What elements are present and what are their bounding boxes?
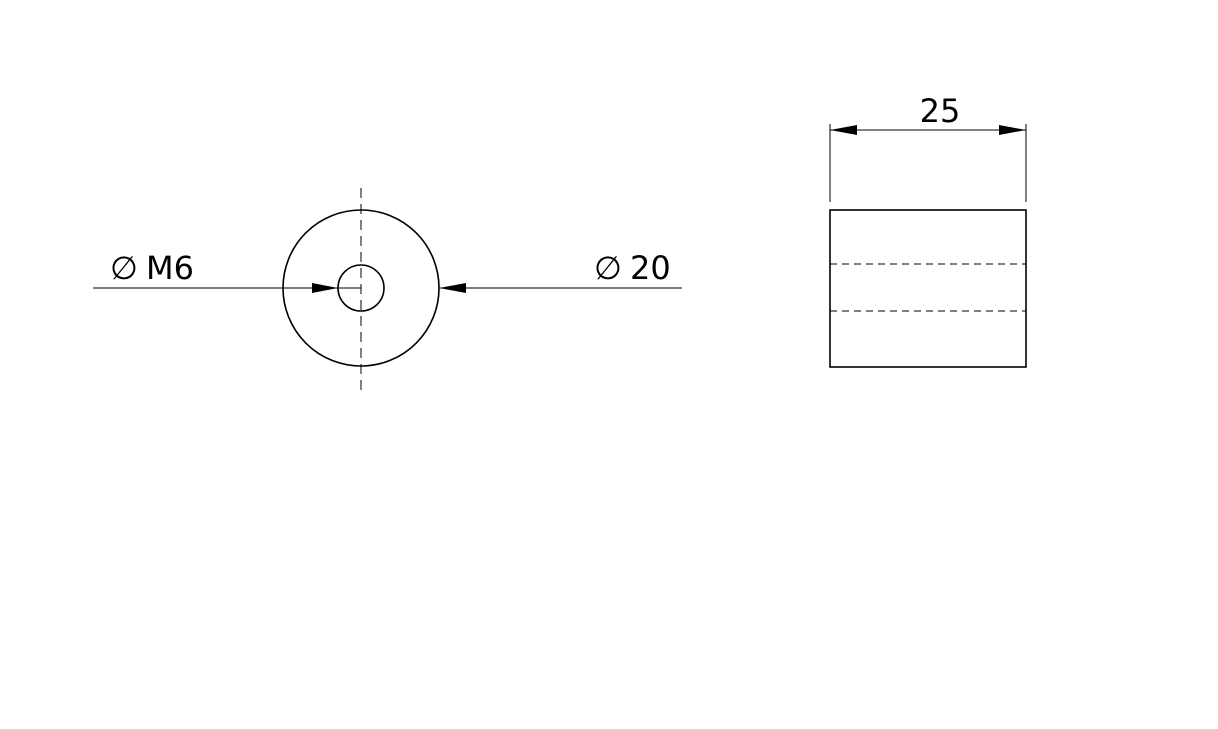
side-view: 25 [829, 92, 1027, 368]
outer-diameter-dimension: ∅ 20 [439, 249, 682, 293]
dim-arrowhead-left [830, 125, 857, 135]
outer-dim-label: 20 [630, 249, 671, 287]
dim-arrowhead-right [999, 125, 1026, 135]
length-dimension: 25 [829, 92, 1027, 202]
inner-dim-symbol: ∅ [110, 249, 138, 287]
front-view: ∅ M6 ∅ 20 [93, 188, 682, 390]
outer-dim-symbol: ∅ [594, 249, 622, 287]
inner-dim-arrowhead [312, 283, 338, 293]
outer-dim-arrowhead [439, 283, 466, 293]
side-view-outline [829, 209, 1027, 368]
inner-dim-label: M6 [146, 249, 194, 287]
inner-diameter-dimension: ∅ M6 [93, 249, 361, 293]
length-dim-label: 25 [920, 92, 961, 130]
